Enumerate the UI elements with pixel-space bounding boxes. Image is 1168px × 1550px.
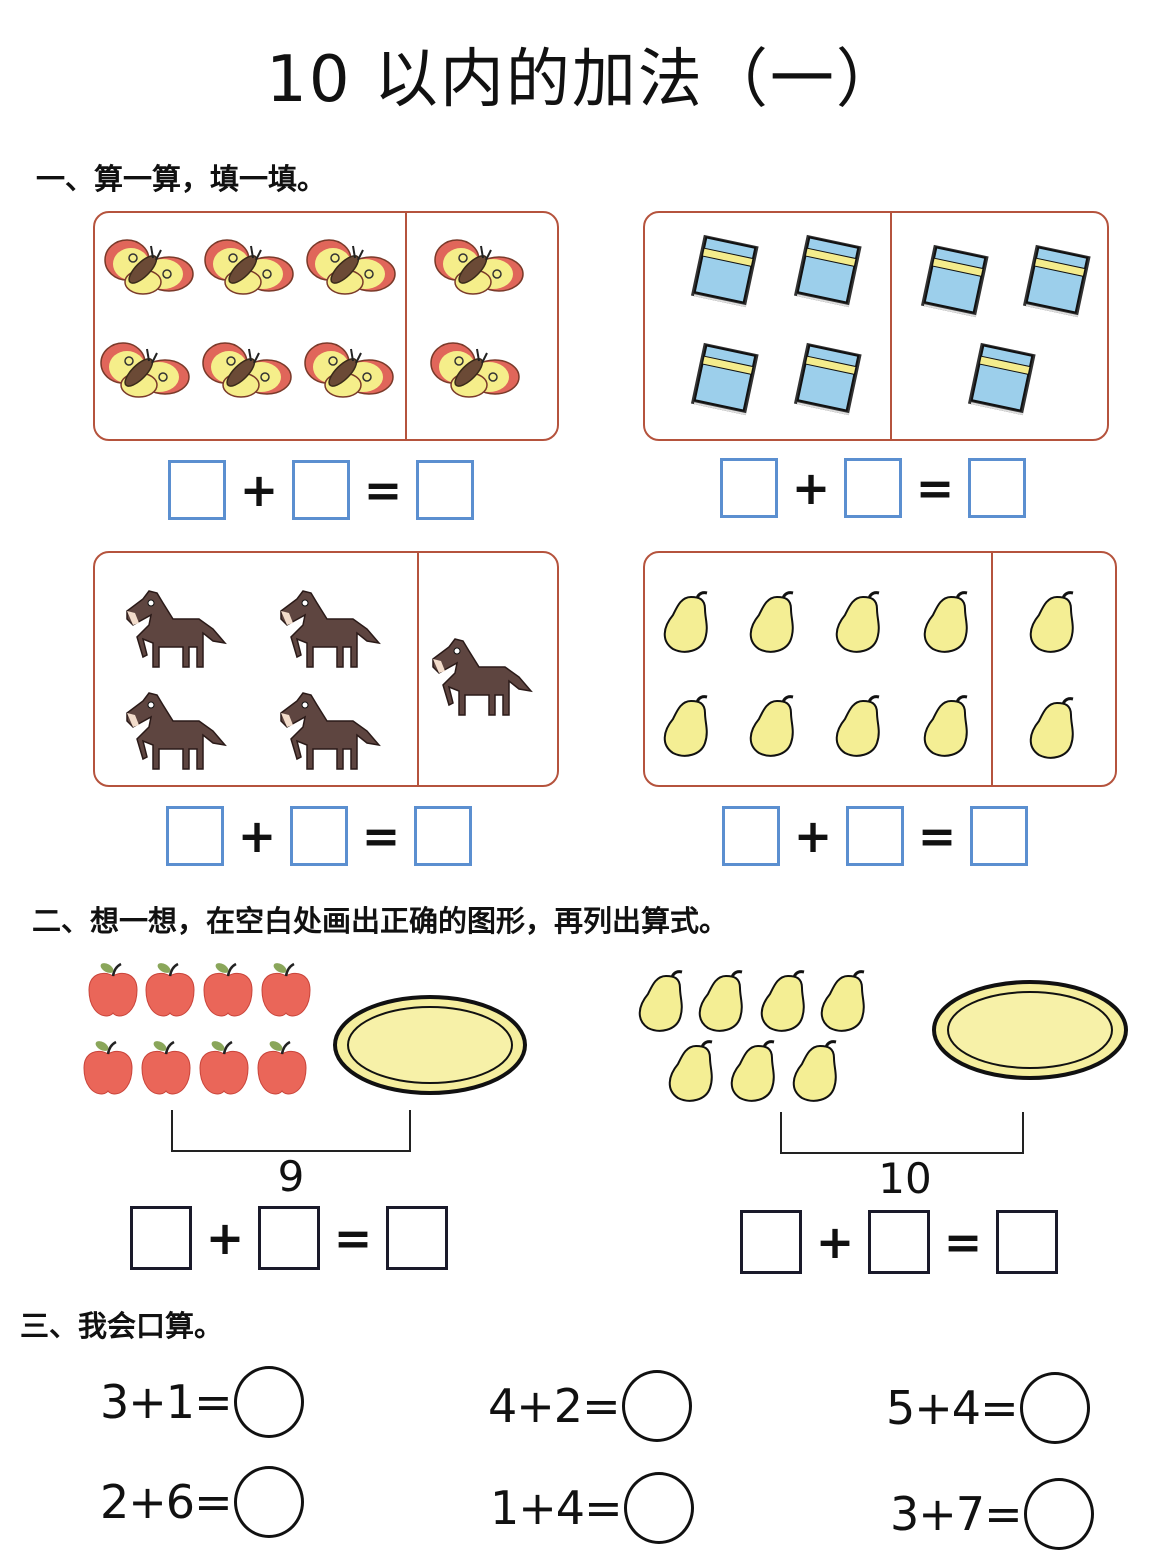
pear-picture-panel	[643, 551, 1117, 787]
answer-box-addend1[interactable]	[130, 1206, 192, 1270]
pear-icons	[663, 591, 1075, 760]
answer-box-sum[interactable]	[996, 1210, 1058, 1274]
equals-sign: =	[361, 809, 401, 863]
answer-circle[interactable]	[621, 1370, 692, 1442]
section1-heading: 一、算一算，填一填。	[36, 162, 327, 196]
expression: 3+1=	[100, 1375, 233, 1429]
answer-circle[interactable]	[233, 1466, 304, 1538]
plate-icon	[932, 980, 1128, 1080]
answer-circle[interactable]	[1019, 1372, 1090, 1444]
mental-math-item: 3+7=	[890, 1478, 1094, 1550]
panel-divider	[405, 213, 407, 439]
section3-heading: 三、我会口算。	[20, 1309, 224, 1343]
plus-sign: +	[239, 463, 279, 517]
total-bracket	[171, 1110, 411, 1152]
equals-sign: =	[943, 1215, 983, 1269]
panel-divider	[890, 213, 892, 439]
butterfly-picture-panel	[93, 211, 559, 441]
plus-sign: +	[237, 809, 277, 863]
apples-and-plate	[82, 959, 527, 1096]
equation-row-4: + =	[722, 806, 1028, 866]
section2-heading: 二、想一想，在空白处画出正确的图形，再列出算式。	[32, 904, 729, 938]
answer-box-sum[interactable]	[414, 806, 472, 866]
expression: 5+4=	[886, 1381, 1019, 1435]
plate-icon	[333, 995, 527, 1095]
equation-row-3: + =	[166, 806, 472, 866]
expression: 4+2=	[488, 1379, 621, 1433]
horse-icons	[126, 590, 532, 770]
answer-box-sum[interactable]	[968, 458, 1026, 518]
equals-sign: =	[917, 809, 957, 863]
answer-circle[interactable]	[623, 1472, 694, 1544]
answer-box-addend2[interactable]	[846, 806, 904, 866]
answer-box-addend2[interactable]	[844, 458, 902, 518]
answer-box-addend1[interactable]	[166, 806, 224, 866]
equals-sign: =	[333, 1211, 373, 1265]
mental-math-item: 2+6=	[100, 1466, 304, 1538]
answer-box-addend2[interactable]	[868, 1210, 930, 1274]
total-number: 9	[277, 1152, 305, 1201]
equation-row-6: + =	[740, 1210, 1058, 1274]
plus-sign: +	[791, 461, 831, 515]
expression: 1+4=	[490, 1481, 623, 1535]
book-icons	[689, 233, 1092, 417]
expression: 3+7=	[890, 1487, 1023, 1541]
page-title: 10 以内的加法（一）	[266, 43, 902, 117]
total-bracket	[780, 1112, 1024, 1154]
equals-sign: =	[915, 461, 955, 515]
total-number: 10	[878, 1154, 932, 1203]
answer-box-addend1[interactable]	[720, 458, 778, 518]
mental-math-item: 1+4=	[490, 1472, 694, 1544]
answer-box-sum[interactable]	[416, 460, 474, 520]
plus-sign: +	[793, 809, 833, 863]
equation-row-5: + =	[130, 1206, 448, 1270]
answer-box-addend1[interactable]	[168, 460, 226, 520]
answer-circle[interactable]	[233, 1366, 304, 1438]
plus-sign: +	[815, 1215, 855, 1269]
plus-sign: +	[205, 1211, 245, 1265]
pears-and-plate	[638, 970, 1128, 1103]
equation-row-1: + =	[168, 460, 474, 520]
answer-box-sum[interactable]	[386, 1206, 448, 1270]
answer-box-addend1[interactable]	[740, 1210, 802, 1274]
answer-box-sum[interactable]	[970, 806, 1028, 866]
expression: 2+6=	[100, 1475, 233, 1529]
answer-circle[interactable]	[1023, 1478, 1094, 1550]
answer-box-addend1[interactable]	[722, 806, 780, 866]
mental-math-item: 5+4=	[886, 1372, 1090, 1444]
book-picture-panel	[643, 211, 1109, 441]
panel-divider	[417, 553, 419, 785]
answer-box-addend2[interactable]	[292, 460, 350, 520]
equation-row-2: + =	[720, 458, 1026, 518]
mental-math-item: 4+2=	[488, 1370, 692, 1442]
equals-sign: =	[363, 463, 403, 517]
answer-box-addend2[interactable]	[258, 1206, 320, 1270]
panel-divider	[991, 553, 993, 785]
horse-picture-panel	[93, 551, 559, 787]
mental-math-item: 3+1=	[100, 1366, 304, 1438]
answer-box-addend2[interactable]	[290, 806, 348, 866]
butterfly-icons	[100, 239, 524, 398]
